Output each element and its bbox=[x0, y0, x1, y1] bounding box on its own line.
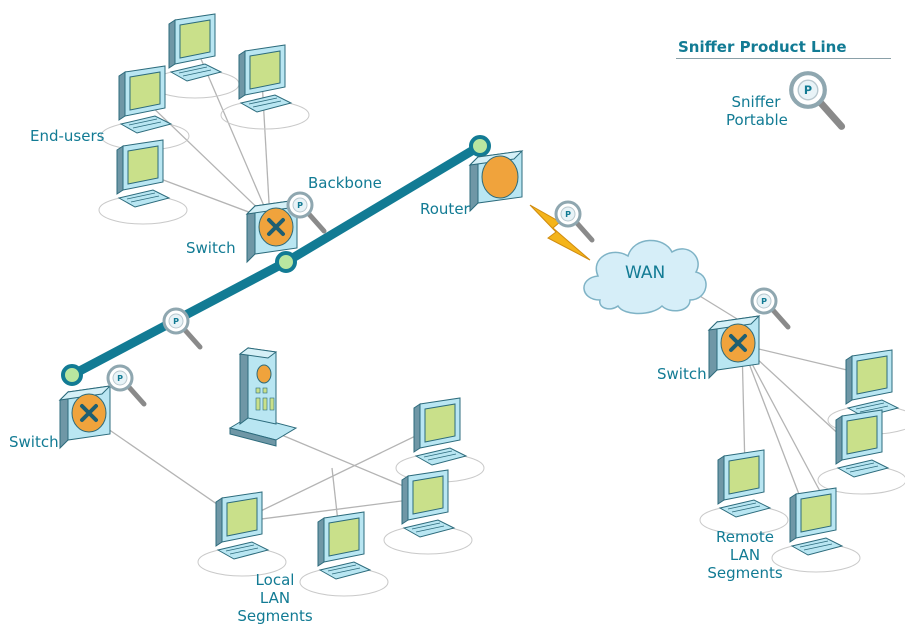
wan-cloud-icon[interactable] bbox=[583, 239, 707, 315]
remote-lan-line2: LAN bbox=[729, 546, 761, 564]
computer-icon bbox=[395, 397, 485, 483]
local-lan-label: Local LAN Segments bbox=[225, 571, 325, 625]
computer-icon bbox=[100, 65, 190, 151]
magnifier-p-icon[interactable] bbox=[556, 202, 592, 240]
computer-icon bbox=[98, 139, 188, 225]
magnifier-p-icon[interactable] bbox=[108, 366, 144, 404]
computer-icon bbox=[383, 469, 473, 555]
magnifier-p-icon bbox=[791, 73, 841, 126]
switch-right-label: Switch bbox=[657, 365, 707, 383]
router-icon[interactable] bbox=[468, 150, 524, 213]
computer-icon bbox=[220, 44, 310, 130]
legend-divider bbox=[676, 58, 891, 59]
legend-item-line2: Portable bbox=[726, 111, 788, 129]
computer-icon bbox=[699, 449, 789, 535]
end-users-label: End-users bbox=[30, 127, 105, 145]
legend-item-label: Sniffer Portable bbox=[726, 93, 788, 129]
remote-lan-label: Remote LAN Segments bbox=[695, 528, 795, 582]
local-lan-line1: Local bbox=[255, 571, 295, 589]
server-tower-icon bbox=[228, 347, 298, 447]
legend-item-line1: Sniffer bbox=[731, 93, 781, 111]
computer-icon bbox=[817, 409, 905, 495]
local-lan-line3: Segments bbox=[237, 607, 313, 625]
remote-lan-line3: Segments bbox=[707, 564, 783, 582]
backbone-label: Backbone bbox=[308, 174, 382, 192]
local-lan-line2: LAN bbox=[259, 589, 291, 607]
legend-title: Sniffer Product Line bbox=[678, 38, 847, 56]
wan-label: WAN bbox=[625, 263, 666, 283]
switch-top-label: Switch bbox=[186, 239, 236, 257]
remote-lan-line1: Remote bbox=[716, 528, 774, 546]
router-label: Router bbox=[420, 200, 470, 218]
switch-left-label: Switch bbox=[9, 433, 59, 451]
switch-x-icon[interactable] bbox=[58, 384, 112, 450]
